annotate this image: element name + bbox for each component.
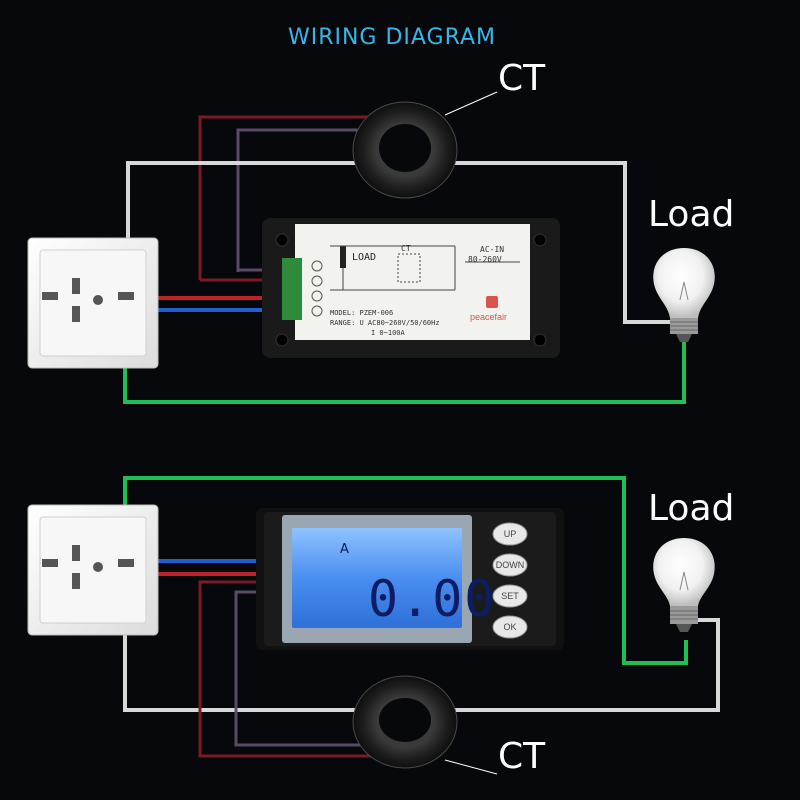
bottom-ct-wire-purple — [234, 590, 375, 747]
bottom-meter: A 0.00 UP DOWN SET OK — [256, 508, 564, 650]
meter-button-set-label: SET — [501, 591, 519, 601]
bottom-diagram: A 0.00 UP DOWN SET OK — [27, 476, 734, 777]
top-ct-label: CT — [498, 58, 546, 99]
lcd-unit: A — [340, 542, 349, 557]
top-ct-wire-purple — [236, 128, 375, 272]
current-transformer-icon — [352, 101, 458, 199]
bottom-ct-label: CT — [498, 736, 546, 777]
meter-button-down-label: DOWN — [496, 560, 525, 570]
wall-socket-icon — [27, 237, 159, 369]
module-model-line: MODEL: PZEM-006 — [330, 309, 393, 317]
bottom-load-label: Load — [648, 488, 734, 529]
meter-button-down[interactable]: DOWN — [492, 553, 528, 577]
light-bulb-icon — [653, 248, 715, 342]
bottom-ct-wire-red — [198, 580, 375, 758]
module-ct-text: CT — [401, 244, 411, 253]
light-bulb-icon — [653, 538, 715, 632]
bottom-wire-green — [123, 476, 688, 665]
meter-button-ok-label: OK — [503, 622, 516, 632]
top-ct-wire-red — [198, 115, 375, 280]
top-diagram: CT — [27, 58, 734, 404]
module-current-line: I 0~100A — [371, 329, 406, 337]
module-range-line: RANGE: U AC80~260V/50/60Hz — [330, 319, 440, 327]
brand-logo-icon — [486, 296, 498, 308]
lcd-screen — [292, 528, 462, 628]
module-voltage-text: 80-260V — [468, 255, 502, 264]
lcd-reading: 0.00 — [368, 570, 496, 628]
top-module: LOAD CT AC-IN 80-260V MODEL: PZEM-006 RA… — [262, 218, 560, 358]
top-wire-white — [126, 161, 678, 324]
meter-button-up[interactable]: UP — [492, 522, 528, 546]
meter-button-set[interactable]: SET — [492, 584, 528, 608]
current-transformer-icon — [352, 675, 458, 769]
meter-button-ok[interactable]: OK — [492, 615, 528, 639]
meter-button-up-label: UP — [504, 529, 517, 539]
top-load-label: Load — [648, 194, 734, 235]
diagram-title: WIRING DIAGRAM — [288, 25, 496, 50]
wall-socket-icon — [27, 504, 159, 636]
module-brand: peacefair — [470, 312, 507, 322]
module-acin-text: AC-IN — [480, 245, 504, 254]
bottom-wire-white — [123, 590, 720, 712]
module-load-text: LOAD — [352, 252, 376, 263]
